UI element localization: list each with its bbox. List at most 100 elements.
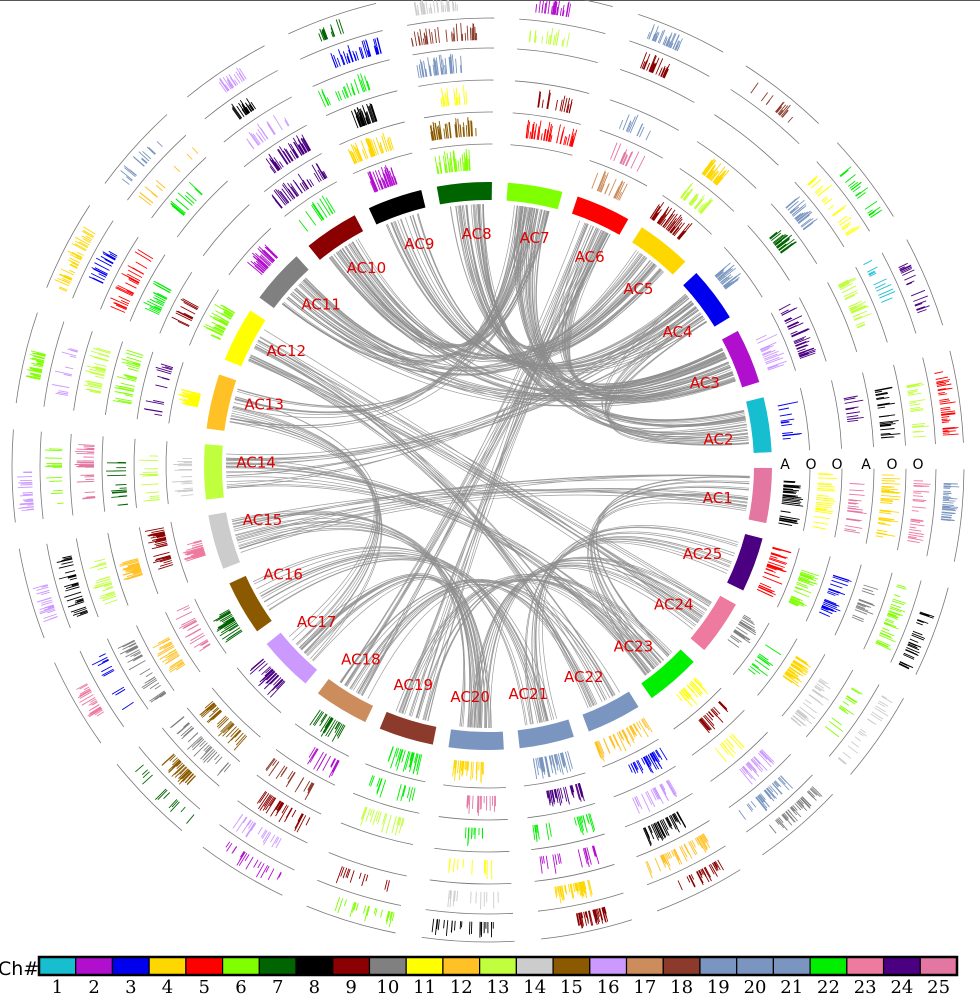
legend-number: 17 bbox=[633, 977, 656, 996]
track-guide-arc bbox=[165, 612, 201, 673]
track-guide-arc bbox=[514, 80, 590, 94]
track-guide-arc bbox=[589, 160, 648, 187]
chromosome-ac6 bbox=[571, 196, 629, 235]
track-guide-arc bbox=[679, 168, 735, 212]
legend-swatch-4 bbox=[148, 956, 187, 976]
track-ticks bbox=[169, 716, 231, 776]
chromosome-ac8 bbox=[436, 182, 492, 205]
track-guide-arc bbox=[890, 580, 922, 663]
track-ticks bbox=[812, 473, 837, 530]
track-ticks bbox=[769, 786, 823, 834]
track-guide-arc bbox=[691, 709, 745, 756]
track-guide-arc bbox=[799, 297, 827, 362]
track-guide-arc bbox=[407, 17, 495, 26]
legend-swatch-14 bbox=[515, 956, 554, 976]
synteny-ribbon bbox=[229, 205, 550, 429]
track-guide-arc bbox=[294, 723, 350, 757]
track-label: O bbox=[912, 457, 923, 473]
label-ac9: AC9 bbox=[404, 235, 434, 253]
track-ticks bbox=[413, 0, 458, 16]
track-guide-arc bbox=[710, 731, 768, 782]
track-guide-arc bbox=[189, 289, 219, 346]
legend-number: 13 bbox=[487, 977, 510, 996]
track-ticks bbox=[347, 132, 394, 165]
track-guide-arc bbox=[834, 468, 843, 538]
label-ac8: AC8 bbox=[462, 225, 492, 243]
legend-number: 20 bbox=[744, 977, 767, 996]
track-ticks bbox=[52, 348, 79, 396]
track-ticks bbox=[175, 605, 211, 652]
track-ticks bbox=[161, 753, 196, 786]
legend-swatch-3 bbox=[111, 956, 150, 976]
track-ticks bbox=[640, 52, 671, 79]
legend-number: 1 bbox=[52, 977, 63, 996]
track-guide-arc bbox=[46, 543, 71, 629]
label-ac2: AC2 bbox=[704, 431, 734, 449]
track-guide-arc bbox=[72, 220, 114, 299]
track-guide-arc bbox=[186, 707, 241, 762]
track-guide-arc bbox=[306, 905, 396, 934]
track-guide-arc bbox=[834, 564, 862, 636]
track-guide-arc bbox=[275, 749, 336, 786]
track-guide-arc bbox=[629, 40, 710, 77]
track-ticks bbox=[440, 84, 468, 107]
track-ticks bbox=[727, 614, 757, 648]
track-guide-arc bbox=[599, 129, 664, 159]
chromosome-ac10 bbox=[308, 215, 364, 260]
chromosome-ac15 bbox=[208, 512, 241, 569]
track-guide-arc bbox=[243, 124, 307, 168]
track-guide-arc bbox=[897, 468, 907, 551]
label-ac17: AC17 bbox=[297, 613, 337, 631]
chromosome-ac23 bbox=[641, 649, 694, 699]
track-ticks bbox=[74, 444, 96, 500]
legend-frame bbox=[37, 955, 959, 977]
track-guide-arc bbox=[696, 141, 757, 189]
label-ac6: AC6 bbox=[575, 248, 605, 266]
legend-number: 21 bbox=[780, 977, 803, 996]
track-ticks bbox=[452, 760, 484, 784]
track-ticks bbox=[135, 764, 195, 824]
track-ticks bbox=[265, 757, 315, 801]
track-ticks bbox=[778, 303, 816, 359]
track-guide-arc bbox=[527, 803, 596, 819]
chromosome-ac22 bbox=[582, 691, 639, 732]
legend-swatch-11 bbox=[405, 956, 444, 976]
track-guide-arc bbox=[176, 180, 228, 238]
legend-swatch-6 bbox=[222, 956, 260, 976]
synteny-ribbon bbox=[231, 510, 492, 729]
track-ticks bbox=[851, 584, 879, 623]
track-ticks bbox=[739, 749, 775, 785]
track-guide-arc bbox=[831, 380, 842, 449]
track-guide-arc bbox=[223, 96, 292, 143]
track-ticks bbox=[525, 119, 578, 148]
synteny-ribbon bbox=[328, 239, 661, 363]
track-ticks bbox=[317, 73, 371, 108]
chromosome-ac14 bbox=[204, 444, 224, 500]
track-ticks bbox=[714, 262, 741, 290]
track-ticks bbox=[350, 103, 378, 129]
track-guide-arc bbox=[434, 847, 510, 853]
track-ticks bbox=[609, 142, 646, 172]
track-ticks bbox=[642, 811, 686, 847]
track-ticks bbox=[698, 700, 729, 734]
track-guide-arc bbox=[865, 468, 875, 544]
track-guide-arc bbox=[770, 312, 796, 371]
track-ticks bbox=[152, 637, 186, 673]
synteny-ribbon bbox=[225, 457, 664, 676]
chromosome-ideogram bbox=[204, 182, 772, 750]
track-guide-arc bbox=[288, 2, 377, 35]
track-ticks bbox=[940, 482, 960, 522]
chromosome-ac9 bbox=[368, 189, 426, 225]
track-ticks bbox=[416, 53, 463, 79]
track-guide-arc bbox=[424, 111, 493, 119]
track-ticks bbox=[182, 539, 206, 562]
synteny-links bbox=[225, 203, 750, 729]
track-guide-arc bbox=[138, 527, 159, 595]
track-guide-arc bbox=[104, 341, 123, 416]
chromosome-labels: AC1AC2AC3AC4AC5AC6AC7AC8AC9AC10AC11AC12A… bbox=[236, 225, 733, 706]
label-ac1: AC1 bbox=[703, 489, 733, 507]
track-ticks bbox=[368, 775, 416, 803]
track-guide-arc bbox=[609, 99, 679, 131]
track-guide-arc bbox=[794, 181, 845, 248]
synteny-ribbon bbox=[247, 329, 712, 627]
